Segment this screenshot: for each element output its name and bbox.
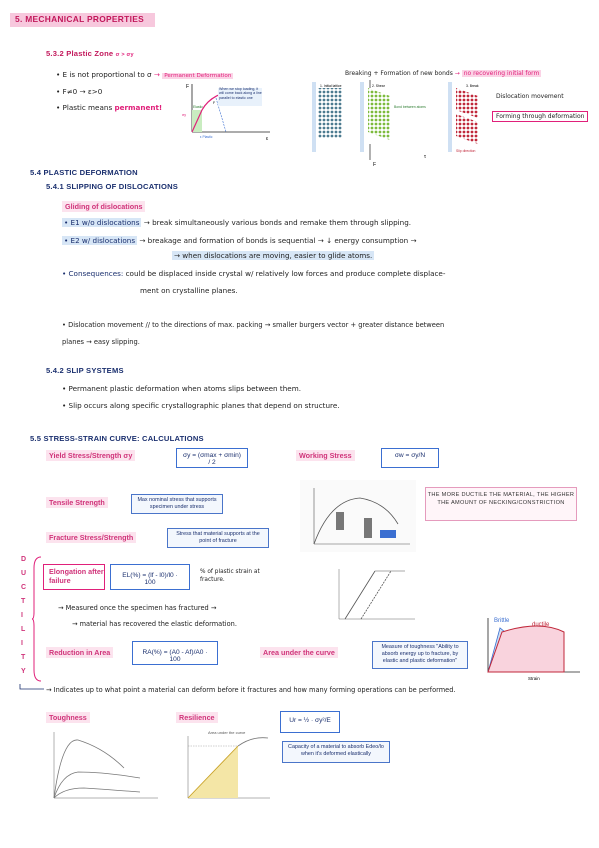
plastic-def-title: 5.4 PLASTIC DEFORMATION: [30, 168, 138, 177]
dislocation-line: • Dislocation movement // to the directi…: [62, 321, 445, 329]
reduction-area-label: Reduction in Area: [46, 647, 114, 658]
resilience-label: Resilience: [176, 712, 218, 723]
elongation-frame: [43, 564, 105, 590]
elongation-graph: [338, 569, 415, 620]
brittle-label: Brittle: [494, 618, 510, 624]
brittle-ductile-graph: Brittle ductile Strain: [487, 618, 580, 681]
graph-yield-label: σy: [182, 113, 186, 117]
ductility-letter: T: [21, 654, 26, 661]
area-curve-box: Measure of toughness "Ability to absorb …: [372, 641, 468, 669]
elongation-note: % of plastic strain at fracture.: [200, 569, 260, 583]
e2-continued: → when dislocations are moving, easier t…: [172, 251, 375, 260]
ductility-letter: C: [21, 584, 27, 591]
lattice-label-3: 3. Break: [466, 84, 479, 88]
lattice-tau-label: τ: [424, 154, 426, 160]
e2-line: • E2 w/ dislocations → breakage and form…: [62, 236, 417, 245]
working-formula: σw = σy/N: [381, 448, 439, 468]
working-label: Working Stress: [296, 450, 355, 461]
dislocation-movement: Dislocation movement: [496, 93, 564, 100]
ductility-brace: [32, 556, 42, 682]
graph-elastic-label: Elastic: [193, 105, 203, 109]
slipping-title: 5.4.1 SLIPPING OF DISLOCATIONS: [46, 182, 179, 191]
toughness-graph: [53, 732, 158, 799]
resilience-graph: Area under the curve: [187, 730, 270, 799]
fracture-box: Stress that material supports at the poi…: [167, 528, 269, 548]
yield-label: Yield Stress/Strength σy: [46, 450, 136, 461]
plastic-bullet-1: • E is not proportional to σ → Permanent…: [56, 70, 234, 79]
plastic-zone-graph: F ε σy Elastic ε Plastic F: [182, 84, 270, 140]
area-curve-label: Area under the curve: [260, 647, 338, 658]
stress-strain-title: 5.5 STRESS-STRAIN CURVE: CALCULATIONS: [30, 434, 204, 443]
dislocation-continued: planes → easy slipping.: [62, 338, 140, 346]
resilience-formula: Ur = ½ · σy²/E: [280, 711, 340, 733]
elongation-formula: EL(%) = (lf - l0)/l0 · 100: [110, 564, 190, 590]
tensile-box: Max nominal stress that supports specime…: [131, 494, 223, 514]
lattice-bond-label: Bond between atoms: [394, 105, 426, 109]
graph-plastic-label: ε Plastic: [200, 135, 213, 139]
ductility-letter: D: [21, 556, 27, 563]
slip-bullet-1: • Permanent plastic deformation when ato…: [62, 384, 301, 393]
measured-line: → Measured once the specimen has fractur…: [58, 604, 217, 612]
specimen-diagram: [300, 480, 416, 552]
e1-line: • E1 w/o dislocations → break simultaneo…: [62, 218, 412, 227]
ductile-note-box: THE MORE DUCTILE THE MATERIAL, THE HIGHE…: [425, 487, 577, 521]
tensile-label: Tensile Strength: [46, 497, 108, 508]
indicates-arrow: [19, 684, 44, 690]
ductility-letter: L: [21, 626, 26, 633]
indicates-line: → Indicates up to what point a material …: [46, 686, 456, 694]
plastic-bullet-3: • Plastic means permanent!: [56, 103, 163, 112]
measured-continued: → material has recovered the elastic def…: [72, 620, 237, 628]
ductility-letter: U: [21, 570, 27, 577]
slip-lattice-diagram: 1. Initial lattice 2. Shear 3. Break Bon…: [312, 80, 479, 168]
strain-axis-label: Strain: [528, 676, 540, 681]
ductility-letter: Y: [21, 668, 26, 675]
graph-x-label: ε: [266, 136, 269, 140]
lattice-label-2: 2. Shear: [372, 84, 386, 88]
header-bar: [10, 13, 155, 27]
consequences-line: • Consequences: could be displaced insid…: [62, 269, 446, 278]
reduction-area-formula: RA(%) = (A0 - Af)/A0 · 100: [132, 641, 218, 665]
toughness-label: Toughness: [46, 712, 90, 723]
graph-annotation: When we stop loading, it will come back …: [219, 87, 262, 100]
plastic-zone-title: 5.3.2 Plastic Zone σ > σy: [46, 49, 134, 58]
ductility-letter: I: [21, 612, 23, 619]
resilience-graph-title: Area under the curve: [208, 730, 246, 735]
ductile-label: ductile: [532, 622, 550, 628]
forming-deformation: Forming through deformation: [492, 111, 589, 122]
page-title: 5. MECHANICAL PROPERTIES: [15, 14, 144, 24]
ductility-letter: T: [21, 598, 26, 605]
elongation-label: Elongation after failure: [49, 567, 104, 585]
resilience-box: Capacity of a material to absorb Edeo/lo…: [282, 741, 390, 763]
fracture-label: Fracture Stress/Strength: [46, 532, 137, 543]
lattice-label-1: 1. Initial lattice: [320, 84, 342, 88]
slip-systems-title: 5.4.2 SLIP SYSTEMS: [46, 366, 124, 375]
plastic-bullet-2: • F≠0 → ε>0: [56, 87, 103, 96]
breaking-formation: Breaking + Formation of new bonds → no r…: [345, 70, 542, 77]
gliding-label: Gliding of dislocations: [62, 201, 146, 212]
consequences-continued: ment on crystalline planes.: [140, 286, 238, 295]
lattice-f-bottom: F: [373, 162, 376, 168]
graph-y-label: F: [186, 84, 189, 90]
graph-point-f: F: [213, 101, 216, 105]
lattice-slip-label: Slip direction: [456, 149, 476, 153]
ductility-letter: I: [21, 640, 23, 647]
slip-bullet-2: • Slip occurs along specific crystallogr…: [62, 401, 340, 410]
yield-formula: σy = (σmax + σmin) / 2: [176, 448, 248, 468]
